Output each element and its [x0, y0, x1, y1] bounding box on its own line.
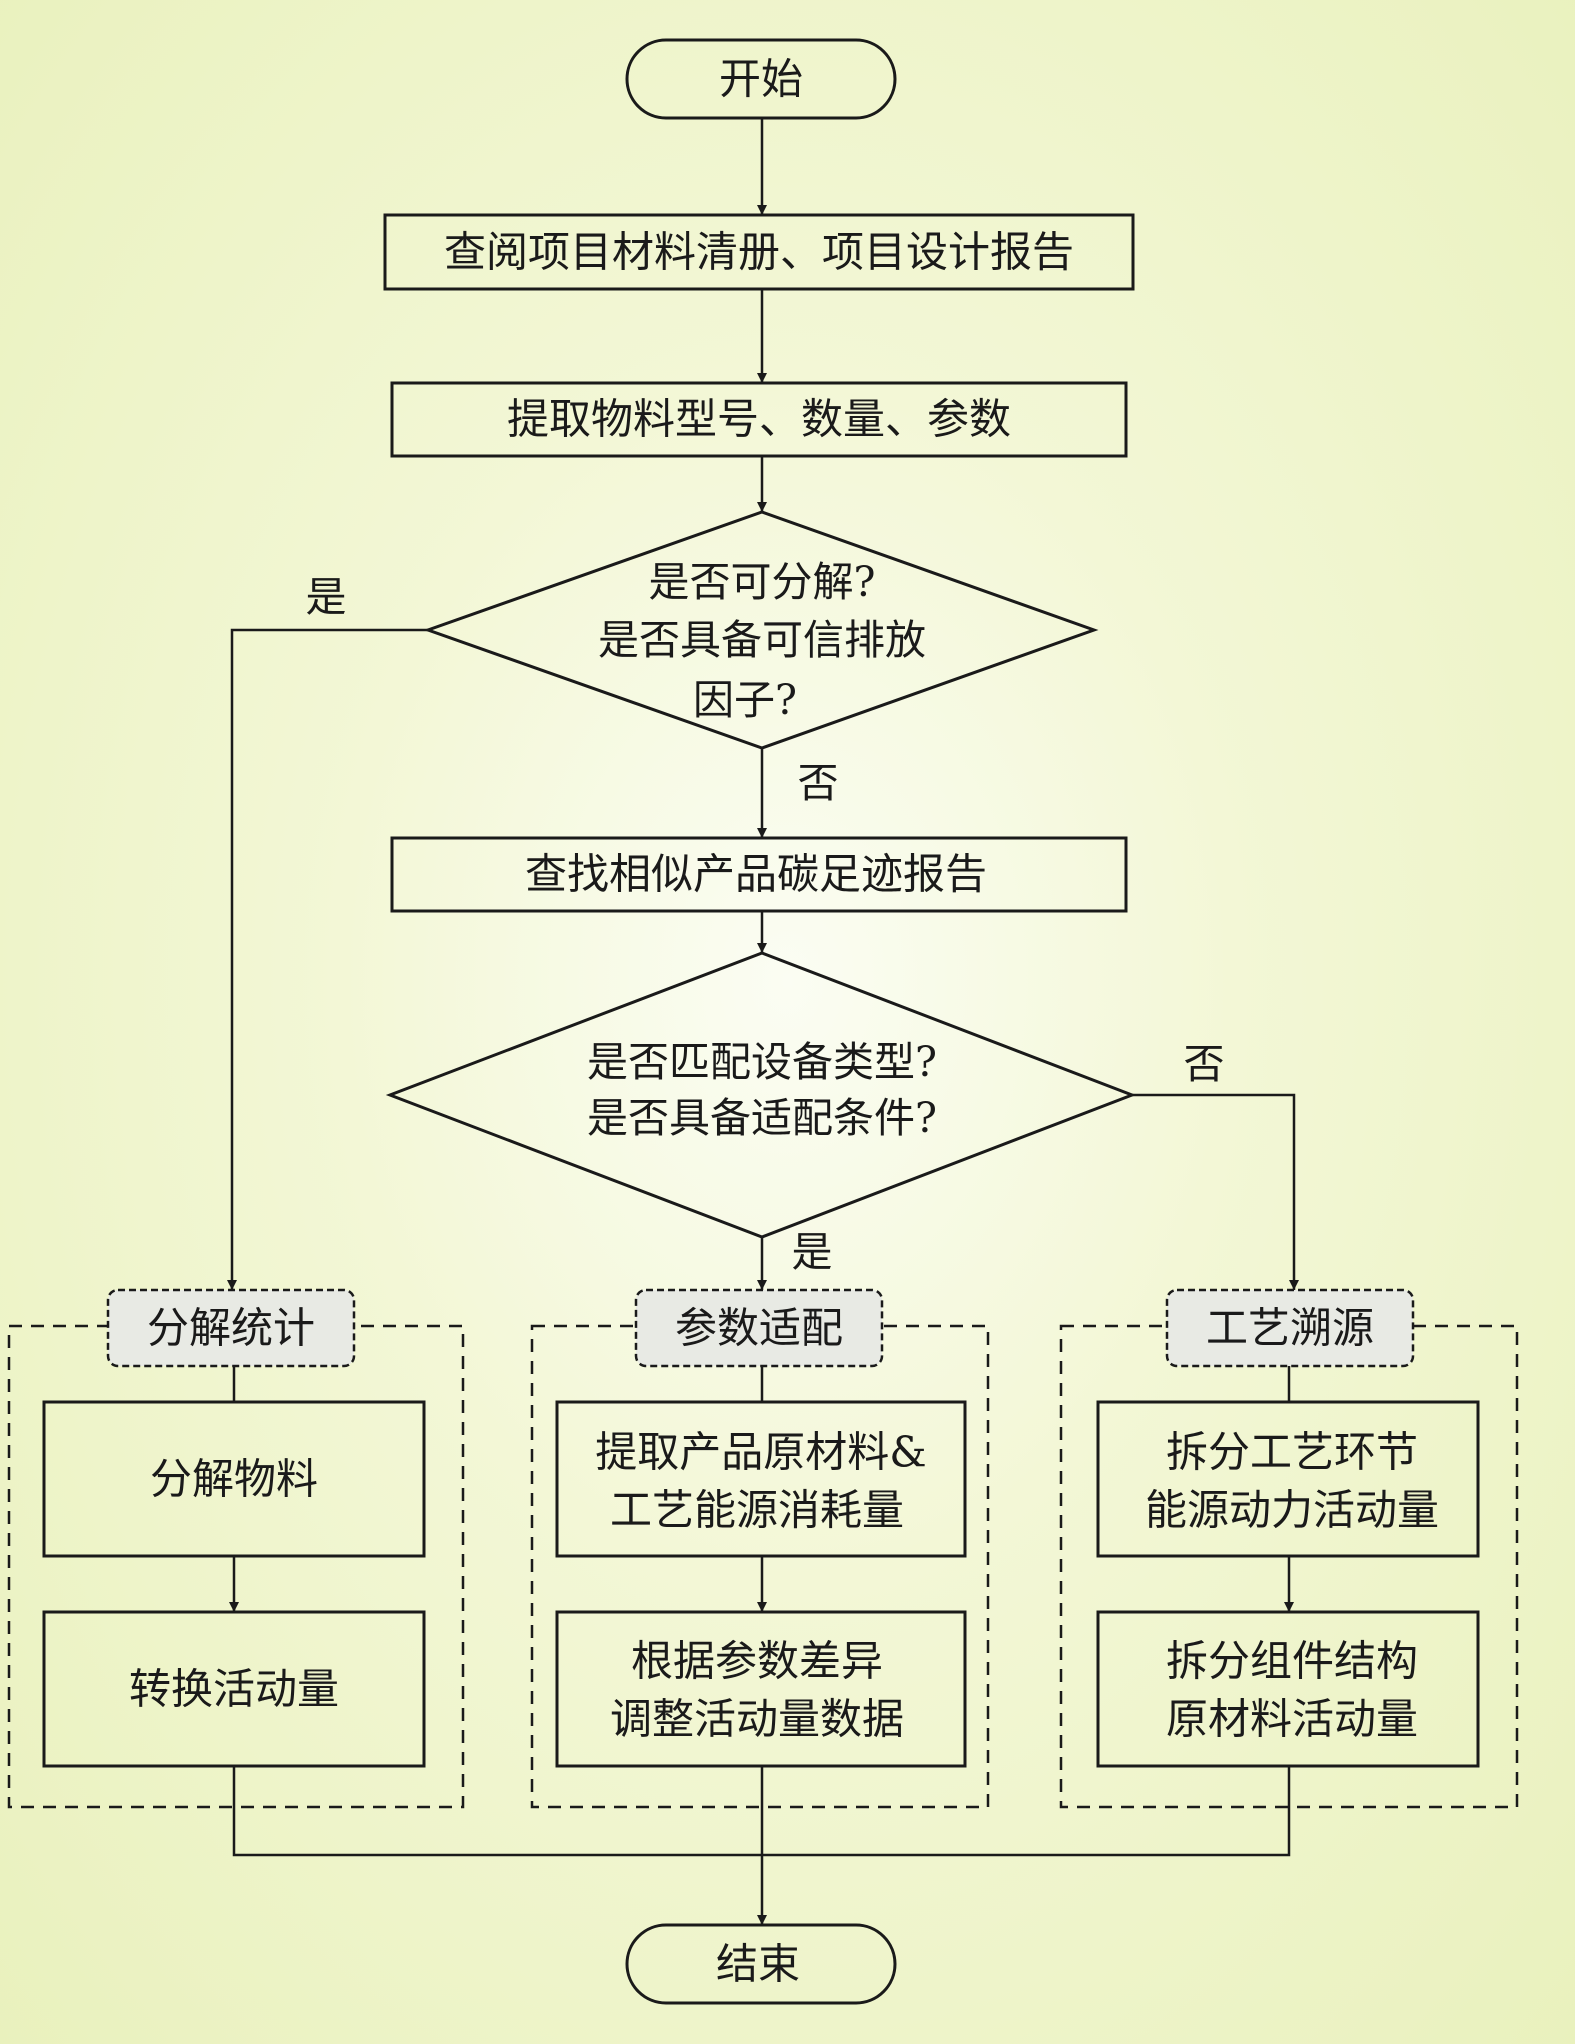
decompose-group-frame [7, 1324, 465, 1809]
review-documents-label: 查阅项目材料清册、项目设计报告 [444, 228, 1074, 277]
trace-group-title: 工艺溯源 [1206, 1304, 1374, 1353]
decompose-group-title: 分解统计 [147, 1304, 315, 1353]
decision1-line2: 是否具备可信排放 [598, 616, 926, 664]
extract-raw-energy-line2: 工艺能源消耗量 [610, 1486, 904, 1535]
decision1-yes-label: 是 [306, 573, 347, 621]
adapt-group-title-box [634, 1288, 884, 1368]
decision2-line1: 是否匹配设备类型? [587, 1038, 937, 1086]
decision1-line1: 是否可分解? [649, 558, 876, 606]
search-similar-reports-box [390, 836, 1128, 913]
split-process-line1: 拆分工艺环节 [1166, 1428, 1418, 1477]
end-label: 结束 [716, 1940, 800, 1989]
review-documents-box [383, 213, 1135, 291]
extract-materials-box [390, 381, 1128, 458]
decompose-materials-label: 分解物料 [150, 1455, 318, 1504]
search-similar-reports-label: 查找相似产品碳足迹报告 [525, 850, 987, 899]
decision2-line2: 是否具备适配条件? [587, 1094, 937, 1142]
adjust-activity-line1: 根据参数差异 [631, 1637, 883, 1686]
adjust-activity-line2: 调整活动量数据 [610, 1695, 904, 1744]
start-label: 开始 [719, 55, 803, 104]
decision2-no-label: 否 [1184, 1040, 1225, 1088]
split-component-line2: 原材料活动量 [1166, 1695, 1418, 1744]
merge-right-line [762, 1766, 1291, 1857]
convert-activity-label: 转换活动量 [129, 1665, 339, 1714]
split-component-line1: 拆分组件结构 [1166, 1637, 1418, 1686]
extract-raw-energy-line1: 提取产品原材料& [595, 1428, 926, 1477]
decision2-yes-label: 是 [792, 1228, 833, 1276]
split-process-line2: 能源动力活动量 [1145, 1486, 1439, 1535]
decision1-no-label: 否 [798, 759, 839, 807]
adapt-group-title: 参数适配 [675, 1304, 843, 1353]
merge-left-line [232, 1766, 762, 1857]
trace-group-title-box [1165, 1288, 1415, 1368]
arrow-decision1-yes-to-decompose [227, 628, 428, 1290]
arrow-decision2-no-to-trace [1132, 1093, 1299, 1290]
decision1-line3: 因子? [693, 676, 797, 724]
extract-materials-label: 提取物料型号、数量、参数 [507, 395, 1011, 444]
